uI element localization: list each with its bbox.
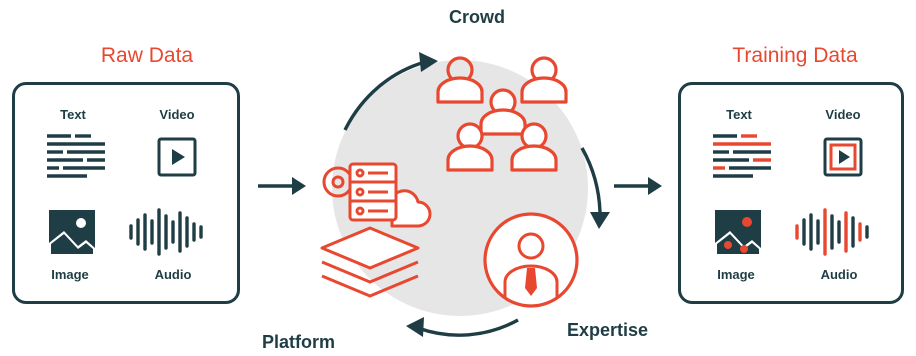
audio-wave-icon bbox=[129, 208, 203, 256]
cycle-arrow-right bbox=[580, 147, 602, 213]
raw-image-label: Image bbox=[51, 267, 89, 282]
output-arrow-icon bbox=[614, 177, 662, 195]
training-audio-label: Audio bbox=[820, 267, 858, 282]
cycle-arrowhead-right bbox=[590, 212, 610, 229]
cycle-diagram bbox=[320, 52, 610, 337]
image-icon bbox=[49, 210, 95, 256]
crowd-people-icon bbox=[436, 56, 568, 172]
training-data-panel: Text Video Image Audio bbox=[678, 82, 904, 304]
cycle-arrowhead-top bbox=[419, 52, 438, 72]
raw-data-panel: Text Video Image Audio bbox=[12, 82, 240, 304]
raw-video-label: Video bbox=[159, 107, 195, 122]
labeled-image-icon bbox=[715, 210, 761, 256]
raw-audio-label: Audio bbox=[154, 267, 192, 282]
platform-label: Platform bbox=[262, 332, 336, 352]
crowd-label: Crowd bbox=[449, 7, 505, 27]
labeled-video-icon bbox=[823, 137, 863, 177]
platform-server-icon bbox=[320, 162, 432, 298]
expertise-person-icon bbox=[483, 212, 579, 308]
training-image-label: Image bbox=[717, 267, 755, 282]
cycle-arrow-bottom bbox=[417, 318, 519, 337]
labeled-audio-icon bbox=[795, 208, 869, 256]
cycle-arrow-top bbox=[343, 60, 426, 131]
raw-data-title: Raw Data bbox=[100, 44, 194, 67]
raw-text-label: Text bbox=[60, 107, 86, 122]
text-lines-icon bbox=[47, 134, 105, 178]
expertise-label: Expertise bbox=[567, 320, 649, 340]
input-arrow-icon bbox=[258, 177, 306, 195]
labeled-text-icon bbox=[713, 134, 771, 178]
training-data-title: Training Data bbox=[732, 44, 858, 67]
cycle-arrowhead-bottom bbox=[406, 317, 424, 337]
video-play-icon bbox=[157, 137, 197, 177]
training-text-label: Text bbox=[726, 107, 752, 122]
training-video-label: Video bbox=[825, 107, 861, 122]
